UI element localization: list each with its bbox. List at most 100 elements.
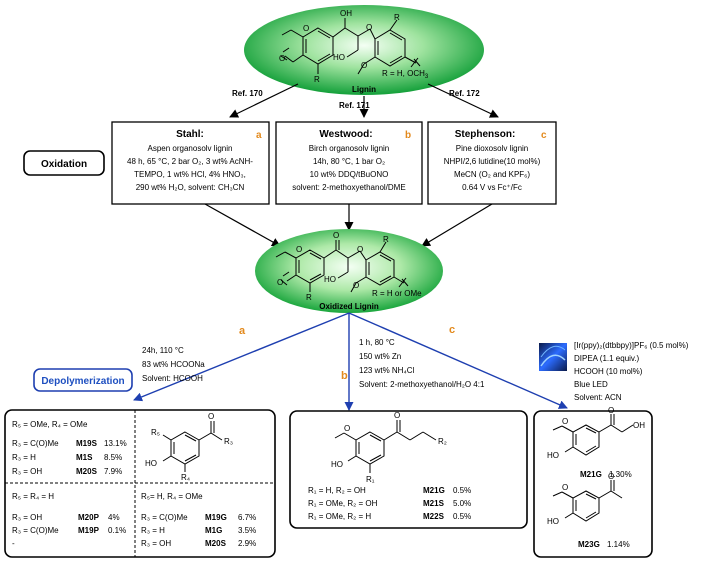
m21g-structure: O O OH HO [547, 406, 645, 460]
q1-row-2-r: R₃ = H [12, 453, 36, 462]
q3-row-2-id: M19P [78, 526, 100, 535]
stahl-line-2: 48 h, 65 °C, 2 bar O₂, 3 wt% AcNH- [127, 157, 253, 166]
atom-o: O [608, 472, 614, 481]
q1-row-3-id: M20S [76, 467, 98, 476]
q1-row-1-id: M19S [76, 439, 98, 448]
atom-o: O [562, 483, 568, 492]
westwood-line-1: Birch organosolv lignin [309, 144, 390, 153]
q1-row-3-r: R₃ = OH [12, 467, 42, 476]
q3-row-1-r: R₃ = OH [12, 513, 42, 522]
stephenson-line-4: 0.64 V vs Fc⁺/Fc [462, 183, 522, 192]
stahl-box: Stahl: a Aspen organosolv lignin 48 h, 6… [111, 121, 270, 205]
stahl-line-1: Aspen organosolv lignin [148, 144, 233, 153]
stephenson-box: Stephenson: c Pine dioxosolv lignin NHPI… [427, 121, 557, 205]
q1-row-3-val: 7.9% [104, 467, 122, 476]
atom-o: O [562, 417, 568, 426]
atom-ho: HO [333, 53, 345, 62]
stephenson-letter: c [541, 130, 547, 141]
westwood-box: Westwood: b Birch organosolv lignin 14h,… [275, 121, 423, 205]
stephenson-line-1: Pine dioxosolv lignin [456, 144, 529, 153]
depolymerization-label: Depolymerization [41, 376, 124, 387]
q3-row-2-val: 0.1% [108, 526, 126, 535]
m23g-structure: O O HO [547, 472, 623, 526]
westwood-letter: b [405, 130, 411, 141]
atom-o: O [279, 54, 285, 63]
atom-o: O [296, 245, 302, 254]
q4-row-3-val: 2.9% [238, 539, 256, 548]
atom-o: O [361, 61, 367, 70]
atom-ho: HO [145, 459, 157, 468]
oxidized-substituent: R = H or OMe [372, 289, 422, 298]
atom-o: O [333, 231, 339, 240]
westwood-line-3: 10 wt% DDQ/tBuONO [310, 170, 389, 179]
c-p2-id: M23G [578, 540, 600, 549]
q4-header: R₅= H, R₄ = OMe [141, 492, 203, 501]
oxidation-label: Oxidation [41, 159, 87, 170]
atom-r1: R₁ [366, 475, 375, 484]
cond-b-line-4: Solvent: 2-methoxyethanol/H₂O 4:1 [359, 380, 485, 389]
q1-row-1-val: 13.1% [104, 439, 127, 448]
q3-row-1-val: 4% [108, 513, 120, 522]
westwood-title: Westwood: [319, 129, 372, 140]
atom-o: O [208, 412, 214, 421]
c-p1-val: 1.30% [609, 470, 632, 479]
atom-o: O [357, 245, 363, 254]
cond-c-line-2: DIPEA (1.1 equiv.) [574, 354, 640, 363]
cond-c-line-5: Solvent: ACN [574, 393, 622, 402]
lignin-ellipse: O O R OH HO O R O R = H, OCH3 Lignin [244, 5, 484, 95]
cond-a-line-3: Solvent: HCOOH [142, 374, 203, 383]
cond-a-line-1: 24h, 110 °C [142, 346, 184, 355]
atom-o: O [366, 23, 372, 32]
q4-row-2-val: 3.5% [238, 526, 256, 535]
stahl-title: Stahl: [176, 129, 204, 140]
ref-171: Ref. 171 [339, 101, 370, 110]
cond-b-line-3: 123 wt% NH₄Cl [359, 366, 415, 375]
oxidized-lignin-label: Oxidized Lignin [319, 302, 379, 311]
cond-c-line-3: HCOOH (10 mol%) [574, 367, 643, 376]
c-p2-val: 1.14% [607, 540, 630, 549]
stephenson-line-2: NHPI/2,6 lutidine(10 mol%) [444, 157, 541, 166]
westwood-line-2: 14h, 80 °C, 1 bar O₂ [313, 157, 385, 166]
q4-row-3-r: R₃ = OH [141, 539, 171, 548]
atom-o: O [353, 281, 359, 290]
atom-ho: HO [547, 451, 559, 460]
atom-oh: OH [340, 9, 352, 18]
cond-a-line-2: 83 wt% HCOONa [142, 360, 205, 369]
atom-o: O [303, 24, 309, 33]
lignin-label: Lignin [352, 85, 376, 94]
atom-o: O [277, 278, 283, 287]
atom-ho: HO [331, 460, 343, 469]
oxidized-lignin-ellipse: O O O R HO O R O R = H or OMe Oxidized L… [255, 229, 443, 313]
b-row-1-r: R₁ = H, R₂ = OH [308, 486, 366, 495]
atom-r: R [394, 13, 400, 22]
q1-header: R₅ = OMe, R₄ = OMe [12, 420, 88, 429]
b-row-3-r: R₁ = OMe, R₂ = H [308, 512, 371, 521]
ref-172: Ref. 172 [449, 89, 480, 98]
q1-row-2-id: M1S [76, 453, 93, 462]
q4-row-1-r: R₃ = C(O)Me [141, 513, 188, 522]
ref-170: Ref. 170 [232, 89, 263, 98]
c-p1-id: M21G [580, 470, 602, 479]
branch-b: b [341, 370, 348, 382]
b-row-2-id: M21S [423, 499, 445, 508]
branch-a: a [239, 325, 246, 337]
cond-b-line-2: 150 wt% Zn [359, 352, 401, 361]
b-row-2-r: R₁ = OMe, R₂ = OH [308, 499, 378, 508]
b-row-3-id: M22S [423, 512, 445, 521]
cond-c-line-4: Blue LED [574, 380, 608, 389]
stahl-letter: a [256, 130, 262, 141]
atom-r4: R₄ [181, 473, 190, 482]
b-row-2-val: 5.0% [453, 499, 471, 508]
atom-r2: R₂ [438, 437, 447, 446]
atom-r3: R₃ [224, 437, 233, 446]
q4-row-2-id: M1G [205, 526, 222, 535]
stahl-line-4: 290 wt% H₂O, solvent: CH₃CN [136, 183, 245, 192]
b-row-1-id: M21G [423, 486, 445, 495]
stephenson-line-3: MeCN (O₂ and KPF₆) [454, 170, 530, 179]
q4-row-3-id: M20S [205, 539, 227, 548]
westwood-line-4: solvent: 2-methoxyethanol/DME [292, 183, 405, 192]
blue-led-image [539, 343, 567, 371]
b-row-3-val: 0.5% [453, 512, 471, 521]
results-box-b: O O R₂ HO R₁ R₁ = H, R₂ = OH M21G 0.5% R… [289, 410, 528, 529]
